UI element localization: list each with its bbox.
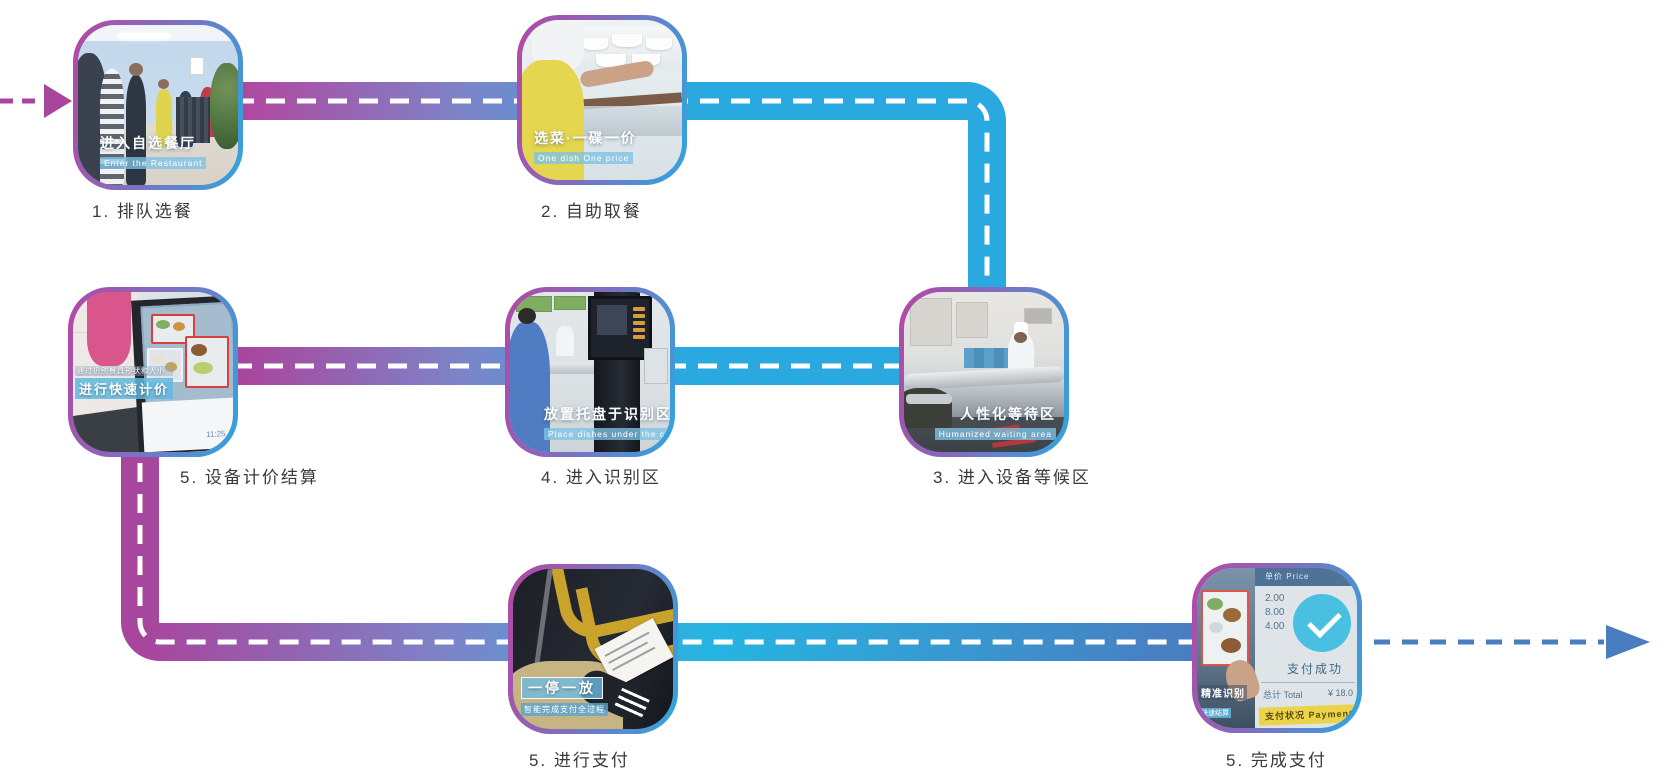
wall-sign: [190, 57, 204, 75]
screen-image: [597, 305, 627, 335]
bowl: [612, 34, 642, 47]
menu-line: [633, 328, 645, 332]
overlay-subtitle: 快速结算: [1199, 708, 1231, 718]
tray-photo: [1201, 590, 1249, 666]
step-label-6: 5. 进行支付: [529, 751, 630, 770]
chef: [556, 326, 574, 356]
step-tile-payment-done: 单价 Price 2.00 8.00 4.00 支付成功 总计 Total ¥ …: [1192, 563, 1362, 733]
tray-photo: [147, 348, 183, 382]
plant: [210, 63, 238, 149]
flow-dash-top: [80, 98, 990, 372]
step-tile-pay: 一停一放 智能完成支付全过程: [508, 564, 678, 734]
photo-waiting-area: 人性化等待区 Humanized waiting area: [904, 292, 1064, 452]
basket: [644, 348, 668, 384]
price-list: 2.00 8.00 4.00: [1265, 592, 1284, 634]
step-label-5: 5. 设备计价结算: [180, 468, 319, 487]
menu-line: [633, 321, 645, 325]
ceiling-lamp: [118, 33, 170, 39]
overlay-subtitle: One dish One price: [534, 152, 634, 164]
flow-exit-arrow-icon: [1374, 625, 1650, 659]
menu-line: [633, 335, 645, 339]
figure-pink: [87, 292, 131, 366]
food: [165, 362, 177, 372]
food-tray: [906, 394, 952, 404]
step-label-2: 2. 自助取餐: [541, 202, 642, 221]
counter: [904, 365, 1064, 391]
total-value: ¥ 18.0: [1327, 688, 1353, 698]
flow-entry-arrow-icon: [0, 84, 72, 118]
photo-take-food: 选菜·一碟一价 One dish One price: [522, 20, 682, 180]
food: [1223, 608, 1241, 622]
menu-line: [633, 307, 645, 311]
step-label-1: 1. 排队选餐: [92, 202, 193, 221]
bowl: [646, 38, 672, 50]
overlay-title: 精准识别: [1199, 685, 1247, 700]
photo-recognition-area: 放置托盘于识别区 Place dishes under the camera: [510, 292, 670, 452]
food: [173, 322, 185, 331]
menu-line: [633, 314, 645, 318]
overlay-title: 人性化等待区: [960, 406, 1056, 422]
screen-time: 11:25: [205, 429, 226, 440]
overlay-subtitle: Enter the Restaurant: [100, 157, 207, 169]
overlay-title: 进入自选餐厅: [100, 135, 196, 151]
food: [191, 344, 207, 356]
wall-panel: [956, 302, 988, 338]
step-tile-take-food: 选菜·一碟一价 One dish One price: [517, 15, 687, 185]
figure-head: [158, 79, 169, 89]
tray-photo: [185, 336, 229, 388]
overlay-title: 选菜·一碟一价: [534, 130, 637, 146]
overlay-caption: 通过识别餐具形状和大小: [75, 366, 174, 376]
overlay-title: 放置托盘于识别区: [544, 406, 670, 422]
chef-hat: [1014, 322, 1028, 334]
wall-panel: [1024, 308, 1052, 324]
turnstile: [176, 97, 210, 143]
food: [193, 362, 213, 374]
step-label-4: 4. 进入识别区: [541, 468, 661, 487]
price-item: 2.00: [1265, 593, 1285, 604]
bowl: [596, 54, 626, 67]
food: [152, 354, 164, 364]
step-tile-recognition-area: 放置托盘于识别区 Place dishes under the camera: [505, 287, 675, 457]
kiosk-screen: [588, 296, 652, 360]
food: [1209, 622, 1223, 633]
overlay-subtitle: Place dishes under the camera: [544, 428, 670, 440]
payment-footer: 支付状况 Payment: [1258, 704, 1357, 726]
step-tile-enter-restaurant: 进入自选餐厅 Enter the Restaurant: [73, 20, 243, 190]
pole: [534, 569, 553, 665]
food: [156, 320, 170, 329]
menu-board: [554, 296, 586, 310]
figure-head: [129, 63, 143, 76]
flow-dash-bottom: [137, 370, 1194, 645]
photo-payment: 一停一放 智能完成支付全过程: [513, 569, 673, 729]
overlay-title: 进行快速计价: [75, 378, 174, 399]
price-item: 8.00: [1265, 607, 1285, 618]
figure: [156, 89, 172, 147]
payment-status: 支付成功: [1287, 662, 1344, 676]
photo-enter-restaurant: 进入自选餐厅 Enter the Restaurant: [78, 25, 238, 185]
success-circle: [1293, 594, 1351, 652]
screen-header: 单价 Price: [1255, 568, 1357, 586]
chef-head: [1014, 332, 1027, 343]
price-item: 4.00: [1265, 621, 1285, 632]
wall-line: [73, 372, 137, 373]
step-tile-waiting-area: 人性化等待区 Humanized waiting area: [899, 287, 1069, 457]
overlay-title: 一停一放: [521, 677, 603, 699]
food: [1221, 638, 1241, 653]
step-tile-pricing: 11:25 通过识别餐具形状和大小 进行快速计价: [68, 287, 238, 457]
total-label: 总计 Total: [1263, 690, 1303, 700]
step-label-7: 5. 完成支付: [1226, 751, 1327, 770]
photo-payment-success: 单价 Price 2.00 8.00 4.00 支付成功 总计 Total ¥ …: [1197, 568, 1357, 728]
divider: [1261, 682, 1355, 683]
screen-lower-panel: 11:25: [141, 397, 233, 452]
step-label-3: 3. 进入设备等候区: [933, 468, 1091, 487]
figure-blue: [510, 322, 550, 452]
food: [1207, 598, 1223, 610]
overlay-subtitle: Humanized waiting area: [934, 428, 1056, 440]
bowl: [582, 38, 608, 50]
wall-panel: [910, 298, 952, 346]
photo-pricing-screen: 11:25 通过识别餐具形状和大小 进行快速计价: [73, 292, 233, 452]
overlay-subtitle: 智能完成支付全过程: [521, 703, 608, 716]
figure-head: [518, 308, 536, 324]
